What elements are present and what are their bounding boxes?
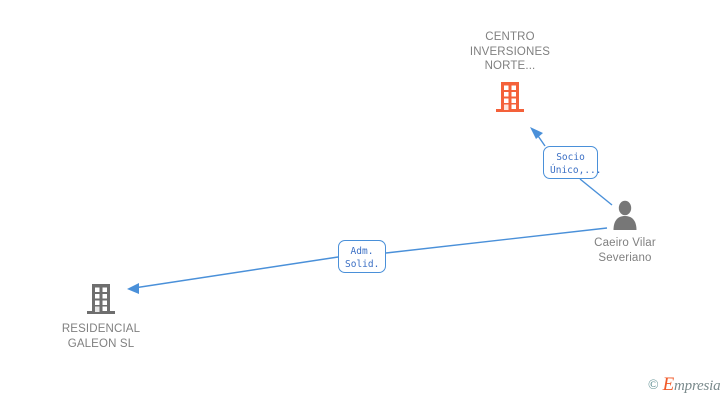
edge-socio-unico (530, 127, 613, 206)
node-company-centro-inversiones-norte[interactable]: CENTRO INVERSIONES NORTE... (440, 30, 580, 114)
node-person-label: Caeiro Vilar Severiano (594, 237, 656, 264)
watermark: © Empresia (648, 374, 721, 395)
edge-adm-solid-segment-left (133, 256, 339, 289)
copyright-icon: © (648, 377, 659, 393)
edge-adm-solid-segment-right (385, 227, 608, 254)
node-company-sub-label: RESIDENCIAL GALEON SL (61, 323, 141, 350)
building-icon (496, 81, 524, 112)
person-icon (613, 200, 637, 230)
empresia-logo: Empresia (662, 374, 721, 395)
node-company-main-icon-wrap (440, 80, 580, 114)
edge-socio-unico-segment-lower (579, 178, 613, 206)
node-company-main-label: CENTRO INVERSIONES NORTE... (469, 31, 551, 72)
edge-label-socio-unico[interactable]: Socio Único,... (543, 146, 601, 179)
edge-adm-solid-arrowhead (127, 283, 139, 294)
node-person-caeiro-vilar-severiano[interactable]: Caeiro Vilar Severiano (566, 200, 684, 265)
building-icon (87, 284, 115, 314)
edge-socio-unico-arrowhead (530, 127, 543, 139)
edge-adm-solid (127, 227, 608, 294)
node-company-sub-icon-wrap (36, 282, 166, 316)
empresia-logo-capital: E (662, 374, 675, 395)
node-person-icon-wrap (566, 200, 684, 230)
node-company-residencial-galeon-sl[interactable]: RESIDENCIAL GALEON SL (36, 282, 166, 351)
edge-label-adm-solid[interactable]: Adm. Solid. (338, 240, 386, 273)
empresia-logo-text: mpresia (674, 378, 721, 394)
